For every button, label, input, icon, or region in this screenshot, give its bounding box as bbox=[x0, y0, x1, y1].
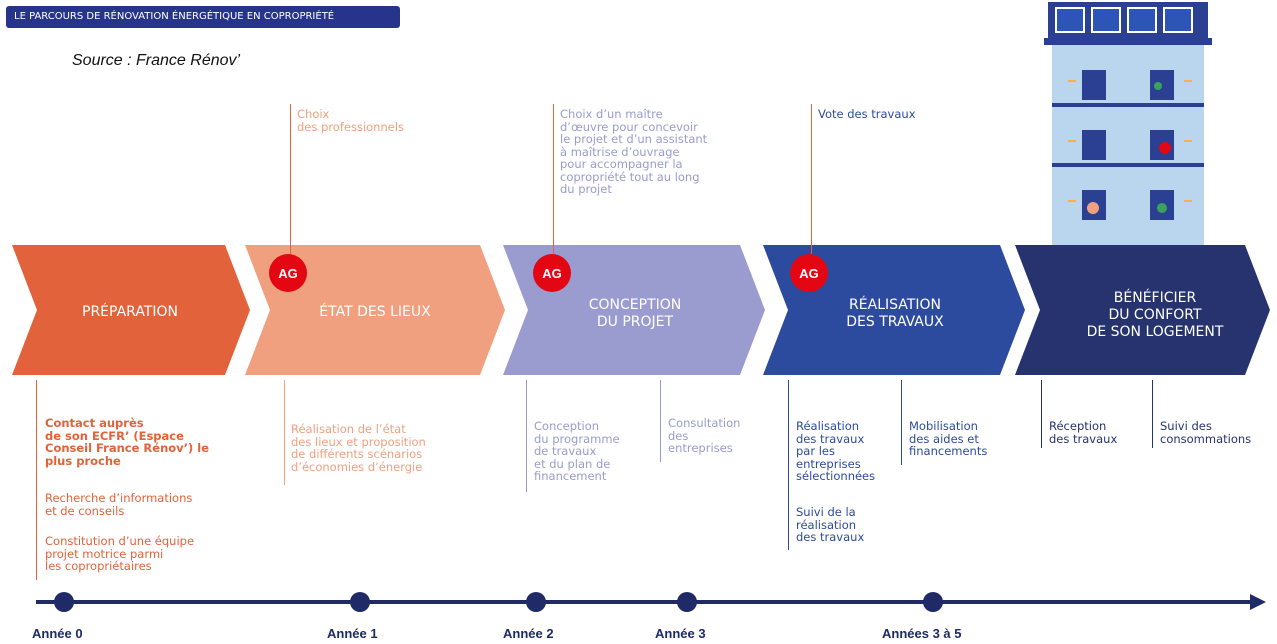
note-vote-travaux: Vote des travaux bbox=[818, 107, 916, 121]
connector-line bbox=[660, 380, 661, 462]
note-choix-professionnels: Choix des professionnels bbox=[297, 107, 405, 134]
ag-badge: AG bbox=[269, 254, 307, 292]
note-suivi-consommations: Suivi des consommations bbox=[1160, 419, 1252, 446]
note-constitution: Constitution d’une équipe projet motrice… bbox=[45, 534, 195, 573]
timeline-marker bbox=[923, 592, 943, 612]
building-illustration bbox=[1044, 2, 1212, 245]
connector-line bbox=[284, 380, 285, 485]
chevron-beneficier bbox=[1015, 245, 1270, 375]
timeline-label-annee-3: Année 3 bbox=[655, 626, 706, 641]
step-preparation: PRÉPARATION bbox=[82, 304, 178, 320]
note-contact-ecfr: Contact auprès de son ECFR’ (Espace Cons… bbox=[45, 416, 210, 468]
connector-line bbox=[36, 380, 37, 580]
timeline-label-annee-2: Année 2 bbox=[503, 626, 554, 641]
source-caption: Source : France Rénov’ bbox=[72, 52, 241, 69]
ag-badge: AG bbox=[790, 254, 828, 292]
note-suivi-realisation: Suivi de la réalisation des travaux bbox=[796, 505, 865, 544]
chevron-etat bbox=[245, 245, 505, 375]
step-etat-des-lieux: ÉTAT DES LIEUX bbox=[319, 304, 431, 320]
chevron-realisation bbox=[763, 245, 1025, 375]
building-facade bbox=[1052, 45, 1204, 245]
timeline-marker bbox=[350, 592, 370, 612]
note-recherche: Recherche d’informations et de conseils bbox=[45, 491, 193, 518]
timeline-marker bbox=[54, 592, 74, 612]
chevron-preparation bbox=[12, 245, 250, 375]
connector-line bbox=[290, 104, 291, 254]
connector-line bbox=[901, 380, 902, 465]
note-etat-des-lieux: Réalisation de l’état des lieux et propo… bbox=[291, 422, 426, 474]
note-maitre-oeuvre: Choix d’un maître d’œuvre pour concevoir… bbox=[560, 107, 708, 196]
note-programme: Conception du programme de travaux et du… bbox=[534, 419, 620, 483]
timeline-marker bbox=[526, 592, 546, 612]
connector-line bbox=[553, 104, 554, 254]
timeline-label-annees-3-5: Années 3 à 5 bbox=[882, 626, 962, 641]
note-consultation: Consultation des entreprises bbox=[668, 416, 741, 455]
title-banner: LE PARCOURS DE RÉNOVATION ÉNERGÉTIQUE EN… bbox=[6, 6, 400, 28]
timeline-label-annee-1: Année 1 bbox=[327, 626, 378, 641]
timeline-label-annee-0: Année 0 bbox=[32, 626, 83, 641]
connector-line bbox=[811, 104, 812, 254]
connector-line bbox=[788, 380, 789, 550]
connector-line bbox=[1041, 380, 1042, 448]
process-chevrons bbox=[12, 245, 1270, 375]
timeline-axis bbox=[36, 594, 1266, 610]
note-realisation-travaux: Réalisation des travaux par les entrepri… bbox=[796, 419, 876, 483]
note-mobilisation: Mobilisation des aides et financements bbox=[909, 419, 988, 458]
note-reception: Réception des travaux bbox=[1049, 419, 1118, 446]
arrow-head-icon bbox=[1250, 594, 1266, 610]
timeline-marker bbox=[677, 592, 697, 612]
connector-line bbox=[1152, 380, 1153, 448]
ag-badge: AG bbox=[533, 254, 571, 292]
connector-line bbox=[526, 380, 527, 492]
